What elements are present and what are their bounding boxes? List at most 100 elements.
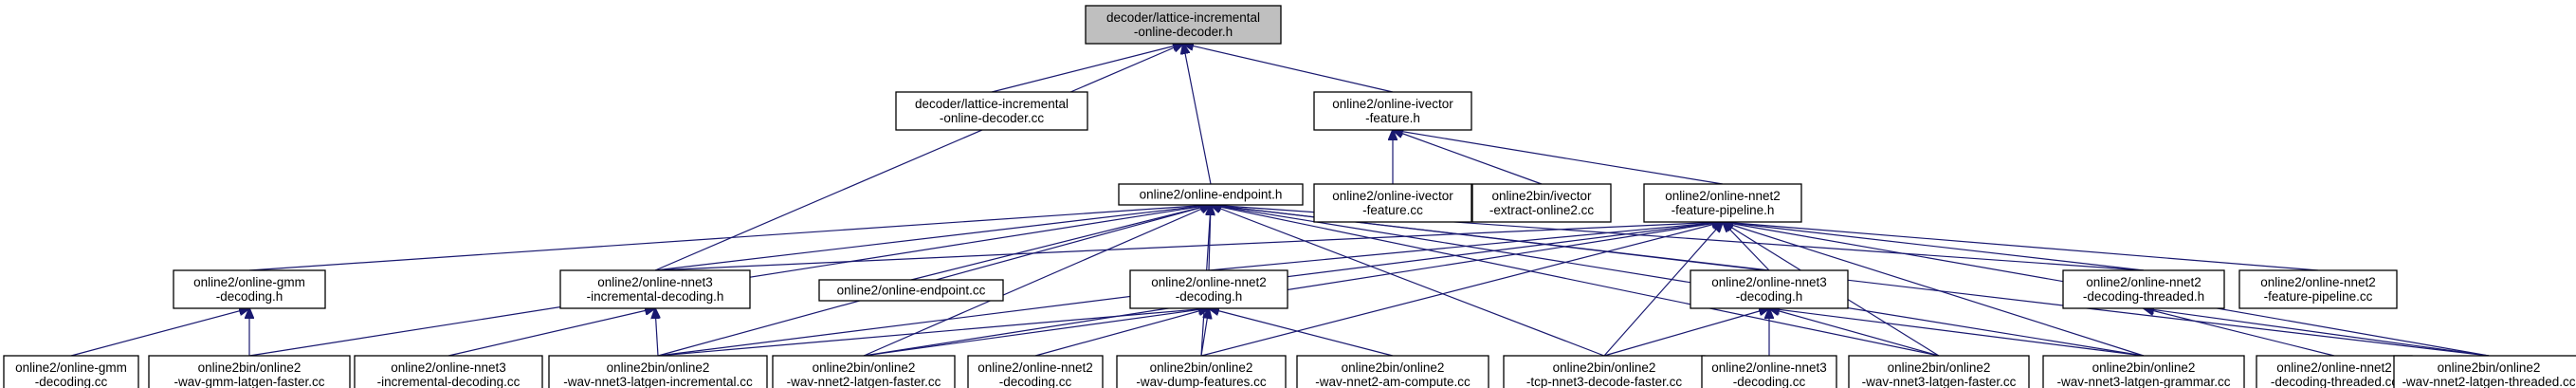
node-online2bin-online2-wav-nnet3-latgen-grammar-cc[interactable]: online2bin/online2-wav-nnet3-latgen-gram… [2042, 355, 2245, 388]
node-box [148, 355, 351, 388]
node-label-line: -decoding.h [1736, 289, 1803, 304]
edge-n_endpoint_h-to-root [1183, 44, 1212, 185]
node-box [1643, 183, 1802, 223]
node-decoder-lattice-incremental-online-decoder-cc[interactable]: decoder/lattice-incremental-online-decod… [895, 91, 1088, 131]
edge-n_dumpfeat-to-n_featpipe_h [1200, 222, 1723, 357]
node-box [3, 355, 139, 388]
node-online2-online-gmm-decoding-h[interactable]: online2/online-gmm-decoding.h [173, 269, 326, 309]
node-online2bin-online2-wav-nnet3-latgen-faster-cc[interactable]: online2bin/online2-wav-nnet3-latgen-fast… [1848, 355, 2030, 388]
node-label-line: -incremental-decoding.cc [377, 375, 521, 388]
node-label-line: online2bin/online2 [2438, 360, 2541, 375]
node-box [1503, 355, 1706, 388]
node-label-line: -decoding-threaded.h [2083, 289, 2204, 304]
edge-n_nnet3_faster-to-n_endpoint_h [1211, 205, 1940, 357]
node-label-line: -extract-online2.cc [1489, 203, 1595, 217]
node-online2-online-nnet2-decoding-h[interactable]: online2/online-nnet2-decoding.h [1129, 269, 1288, 309]
edge-n_nnet2_threaded-to-n_nnet2thr_h [2144, 308, 2490, 357]
node-online2-online-gmm-decoding-cc[interactable]: online2/online-gmm-decoding.cc [3, 355, 139, 388]
node-label-line: -feature-pipeline.h [1672, 203, 1775, 217]
node-online2bin-online2-wav-nnet2-am-compute-cc[interactable]: online2bin/online2-wav-nnet2-am-compute.… [1296, 355, 1489, 388]
node-online2bin-online2-wav-nnet3-latgen-incremental-cc[interactable]: online2bin/online2-wav-nnet3-latgen-incr… [548, 355, 768, 388]
edge-n_dumpfeat-to-n_nnet2dec_h [1200, 308, 1209, 357]
node-label-line: online2bin/online2 [607, 360, 710, 375]
node-label-line: online2/online-nnet2 [2086, 275, 2201, 289]
edge-n_nnet2thr_h-to-n_featpipe_h [1723, 222, 2145, 271]
node-online2bin-ivector-extract-online2-cc[interactable]: online2bin/ivector-extract-online2.cc [1471, 183, 1612, 223]
node-label-line: online2/online-nnet3 [1711, 275, 1827, 289]
node-online2bin-online2-wav-dump-features-cc[interactable]: online2bin/online2-wav-dump-features.cc [1116, 355, 1287, 388]
node-box [2393, 355, 2576, 388]
node-label-line: online2/online-gmm [193, 275, 305, 289]
node-box [1690, 269, 1849, 309]
node-label-line: online2/online-gmm [15, 360, 127, 375]
node-online2-online-endpoint-h[interactable]: online2/online-endpoint.h [1118, 183, 1304, 206]
node-label-line: -online-decoder.h [1134, 25, 1233, 39]
edge-n_nnet2_threaded-to-n_endpoint_h [1211, 205, 2490, 357]
node-label-line: -decoding-threaded.cc [2271, 375, 2399, 388]
node-label-line: online2/online-nnet2 [1151, 275, 1267, 289]
node-layer: decoder/lattice-incremental-online-decod… [3, 5, 2576, 388]
node-label-line: -wav-dump-features.cc [1136, 375, 1267, 388]
edge-n_nnet3inc_h-to-n_endpoint_h [654, 205, 1211, 271]
node-box [1313, 91, 1472, 131]
node-online2-online-nnet3-incremental-decoding-h[interactable]: online2/online-nnet3-incremental-decodin… [559, 269, 751, 309]
edge-n_nnet3inc_h-to-n_featpipe_h [654, 222, 1723, 271]
edge-n_ivec_extract-to-n_ivec_h [1393, 130, 1543, 185]
node-online2-online-endpoint-cc[interactable]: online2/online-endpoint.cc [818, 279, 1004, 302]
edge-n_nnet2dec_h-to-n_featpipe_h [1208, 222, 1723, 271]
node-decoder-lattice-incremental-online-decoder-h[interactable]: decoder/lattice-incremental-online-decod… [1085, 5, 1282, 45]
node-online2bin-online2-wav-nnet2-latgen-threaded-cc[interactable]: online2bin/online2-wav-nnet2-latgen-thre… [2393, 355, 2576, 388]
node-label-line: -feature.h [1365, 111, 1420, 125]
node-label-line: online2bin/online2 [1342, 360, 1445, 375]
node-box [1701, 355, 1837, 388]
edge-n_featpipe_h-to-n_ivec_h [1393, 130, 1724, 185]
edge-n_nnet2_faster-to-n_featpipe_h [863, 222, 1723, 357]
edge-n_gmm_cc-to-n_gmm_h [70, 308, 249, 357]
node-online2bin-online2-wav-nnet2-latgen-faster-cc[interactable]: online2bin/online2-wav-nnet2-latgen-fast… [772, 355, 956, 388]
node-online2-online-nnet2-decoding-cc[interactable]: online2/online-nnet2-decoding.cc [967, 355, 1104, 388]
node-label-line: online2/online-nnet2 [2260, 275, 2376, 289]
edge-n_nnet2dec_cc-to-n_nnet2dec_h [1034, 308, 1209, 357]
node-online2-online-ivector-feature-cc[interactable]: online2/online-ivector-feature.cc [1313, 183, 1472, 223]
node-label-line: online2bin/online2 [198, 360, 301, 375]
edge-n_ivec_h-to-root [1183, 44, 1394, 93]
edge-n_grammar-to-n_featpipe_h [1723, 222, 2145, 357]
node-online2-online-nnet3-decoding-cc[interactable]: online2/online-nnet3-decoding.cc [1701, 355, 1837, 388]
node-label-line: online2/online-nnet2 [2276, 360, 2392, 375]
node-label-line: online2/online-endpoint.h [1140, 188, 1283, 202]
node-box [772, 355, 956, 388]
node-online2-online-nnet3-decoding-h[interactable]: online2/online-nnet3-decoding.h [1690, 269, 1849, 309]
node-box [1116, 355, 1287, 388]
node-online2bin-online2-tcp-nnet3-decode-faster-cc[interactable]: online2bin/online2-tcp-nnet3-decode-fast… [1503, 355, 1706, 388]
node-label-line: online2bin/online2 [2092, 360, 2196, 375]
edge-n_tcp-to-n_featpipe_h [1603, 222, 1723, 357]
node-label-line: online2/online-nnet3 [1711, 360, 1827, 375]
node-label-line: online2bin/online2 [813, 360, 916, 375]
node-online2-online-nnet2-feature-pipeline-cc[interactable]: online2/online-nnet2-feature-pipeline.cc [2238, 269, 2398, 309]
edge-n_nnet2_faster-to-n_endpoint_h [863, 205, 1211, 357]
node-box [548, 355, 768, 388]
node-label-line: -feature.cc [1362, 203, 1423, 217]
node-label-line: online2bin/online2 [1553, 360, 1656, 375]
node-label-line: -decoding.cc [1733, 375, 1806, 388]
node-online2-online-nnet2-decoding-threaded-h[interactable]: online2/online-nnet2-decoding-threaded.h [2062, 269, 2225, 309]
edge-n_endpoint_cc-to-n_endpoint_h [910, 205, 1211, 281]
edge-n_nnet2thr_cc-to-n_nnet2thr_h [2144, 308, 2335, 357]
node-label-line: -wav-nnet2-am-compute.cc [1315, 375, 1471, 388]
node-online2-online-nnet3-incremental-decoding-cc[interactable]: online2/online-nnet3-incremental-decodin… [354, 355, 543, 388]
node-box [895, 91, 1088, 131]
node-online2-online-nnet2-feature-pipeline-h[interactable]: online2/online-nnet2-feature-pipeline.h [1643, 183, 1802, 223]
node-online2bin-online2-wav-gmm-latgen-faster-cc[interactable]: online2bin/online2-wav-gmm-latgen-faster… [148, 355, 351, 388]
edge-n_nnet3_latinc-to-n_nnet3inc_h [655, 308, 658, 357]
edge-n_nnet3inc_h-to-root [654, 44, 1183, 271]
node-label-line: -decoding.h [216, 289, 283, 304]
node-label-line: online2/online-endpoint.cc [837, 284, 986, 298]
edge-n_nnet3_faster-to-n_nnet3dec_h [1769, 308, 1940, 357]
node-label-line: online2bin/ivector [1491, 189, 1592, 203]
edge-n_lat_cc-to-root [991, 44, 1183, 93]
node-label-line: -tcp-nnet3-decode-faster.cc [1526, 375, 1683, 388]
node-online2-online-ivector-feature-h[interactable]: online2/online-ivector-feature.h [1313, 91, 1472, 131]
node-online2-online-nnet2-decoding-threaded-cc[interactable]: online2/online-nnet2-decoding-threaded.c… [2256, 355, 2413, 388]
edge-n_amcompute-to-n_nnet2dec_h [1209, 308, 1394, 357]
